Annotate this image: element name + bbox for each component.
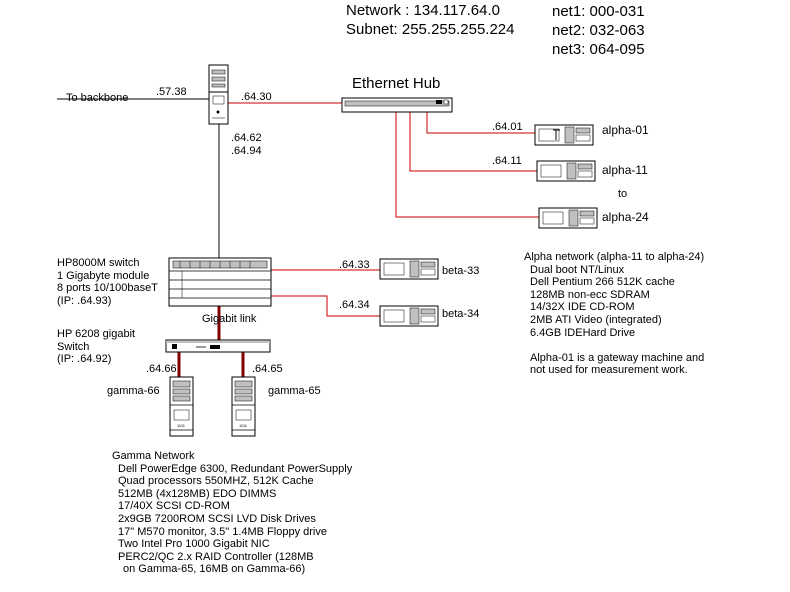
beta-34-ip: .64.34 bbox=[339, 299, 370, 311]
alpha-01-device bbox=[534, 124, 594, 146]
gigabit-link-label: Gigabit link bbox=[202, 313, 257, 325]
gswitch-desc-line: (IP: .64.92) bbox=[57, 353, 112, 366]
router-switch-ip-2: .64.94 bbox=[231, 145, 262, 157]
hp6208-gigabit-switch bbox=[165, 339, 271, 353]
gamma-65-tag: 1111 bbox=[239, 423, 248, 428]
network-address: Network : 134.117.64.0 bbox=[346, 2, 500, 19]
gamma-spec: Quad processors 550MHZ, 512K Cache bbox=[118, 475, 314, 488]
hp8000m-switch-description: HP8000M switch 1 Gigabyte module 8 ports… bbox=[57, 257, 158, 307]
hp8000m-switch bbox=[168, 257, 272, 307]
beta-33-device bbox=[379, 258, 439, 280]
alpha-spec: 2MB ATI Video (integrated) bbox=[530, 313, 662, 326]
gamma-network-title: Gamma Network bbox=[112, 450, 195, 462]
gamma-66-device bbox=[169, 376, 194, 437]
hub-alpha-01-line bbox=[426, 112, 535, 134]
beta-33-ip: .64.33 bbox=[339, 259, 370, 271]
switch-desc-line: (IP: .64.93) bbox=[57, 294, 112, 307]
hp6208-switch-description: HP 6208 gigabit Switch (IP: .64.92) bbox=[57, 328, 135, 366]
switch-desc-line: 8 ports 10/100baseT bbox=[57, 282, 158, 295]
beta-33-name: beta-33 bbox=[442, 265, 480, 277]
alpha-01-ip: .64.01 bbox=[492, 121, 523, 133]
alpha-range-to: to bbox=[618, 188, 628, 200]
net1-range: net1: 000-031 bbox=[552, 3, 645, 20]
gamma-network-notes: Gamma Network Dell PowerEdge 6300, Redun… bbox=[112, 450, 352, 576]
alpha-spec: Dual boot NT/Linux bbox=[530, 263, 625, 276]
router-hub-ip: .64.30 bbox=[241, 91, 272, 103]
gamma-66-ip: .64.66 bbox=[146, 363, 177, 375]
alpha-network-title: Alpha network (alpha-11 to alpha-24) bbox=[524, 251, 705, 263]
gamma-65-name: gamma-65 bbox=[268, 385, 321, 397]
hub-label: Ethernet Hub bbox=[352, 75, 441, 92]
gamma-spec: Two Intel Pro 1000 Gigabit NIC bbox=[118, 538, 270, 551]
gamma-66-tag: 1111 bbox=[177, 423, 186, 428]
gamma-spec: 512MB (4x128MB) EDO DIMMS bbox=[118, 487, 277, 500]
gamma-66-name: gamma-66 bbox=[107, 385, 160, 397]
gamma-spec: PERC2/QC 2.x RAID Controller (128MB bbox=[118, 550, 314, 563]
alpha-01-name: alpha-01 bbox=[602, 123, 649, 137]
switch-desc-line: HP8000M switch bbox=[57, 257, 140, 269]
gamma-spec: 17/40X SCSI CD-ROM bbox=[118, 500, 230, 513]
router-tower bbox=[208, 64, 229, 125]
net3-range: net3: 064-095 bbox=[552, 41, 645, 58]
net2-range: net2: 032-063 bbox=[552, 22, 645, 39]
gamma-spec: 17" M570 monitor, 3.5" 1.4MB Floppy driv… bbox=[118, 525, 327, 538]
alpha-11-ip: .64.11 bbox=[492, 155, 522, 167]
alpha-24-device bbox=[538, 207, 598, 229]
hub-alpha-24-line bbox=[395, 112, 539, 218]
alpha-11-device bbox=[536, 160, 596, 182]
gamma-65-ip: .64.65 bbox=[252, 363, 283, 375]
alpha-24-name: alpha-24 bbox=[602, 210, 649, 224]
backbone-ip: .57.38 bbox=[156, 86, 187, 98]
backbone-label: To backbone bbox=[66, 92, 129, 104]
alpha-note: not used for measurement work. bbox=[530, 364, 688, 377]
alpha-network-notes: Alpha network (alpha-11 to alpha-24) Dua… bbox=[524, 251, 704, 377]
ethernet-hub bbox=[341, 97, 453, 113]
alpha-spec: 128MB non-ecc SDRAM bbox=[530, 288, 650, 301]
alpha-note: Alpha-01 is a gateway machine and bbox=[530, 351, 705, 364]
gamma-spec-continued: on Gamma-65, 16MB on Gamma-66) bbox=[123, 563, 306, 576]
gswitch-desc-line: HP 6208 gigabit bbox=[57, 328, 136, 340]
beta-34-device bbox=[379, 305, 439, 327]
alpha-spec: 14/32X IDE CD-ROM bbox=[530, 301, 635, 314]
gamma-spec: Dell PowerEdge 6300, Redundant PowerSupp… bbox=[118, 462, 353, 475]
gswitch-desc-line: Switch bbox=[57, 340, 90, 353]
gamma-65-device bbox=[231, 376, 256, 437]
gamma-spec: 2x9GB 7200ROM SCSI LVD Disk Drives bbox=[118, 512, 316, 525]
beta-34-name: beta-34 bbox=[442, 308, 480, 320]
switch-beta-34-line bbox=[270, 295, 380, 317]
switch-desc-line: 1 Gigabyte module bbox=[57, 269, 150, 282]
alpha-spec: 6.4GB IDEHard Drive bbox=[530, 326, 636, 339]
spacer bbox=[524, 339, 704, 352]
alpha-spec: Dell Pentium 266 512K cache bbox=[530, 276, 675, 289]
subnet-mask: Subnet: 255.255.255.224 bbox=[346, 21, 515, 38]
alpha-11-name: alpha-11 bbox=[602, 163, 648, 177]
hub-alpha-11-line bbox=[409, 112, 537, 172]
router-switch-ip-1: .64.62 bbox=[231, 132, 262, 144]
